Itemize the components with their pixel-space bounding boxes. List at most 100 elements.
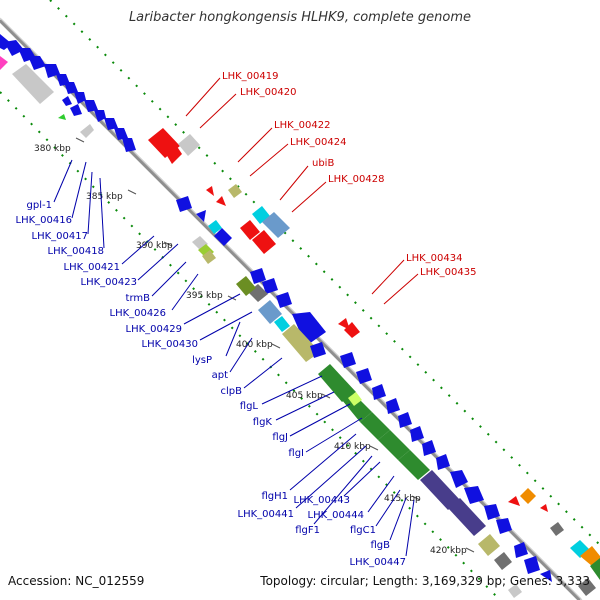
leader-line	[367, 475, 395, 513]
leader-line	[291, 181, 327, 213]
gene-label: LHK_00426	[110, 308, 166, 319]
feature-block	[520, 488, 536, 504]
leader-line	[137, 243, 179, 281]
leader-line	[229, 337, 253, 373]
feature-block	[550, 522, 564, 536]
ruler-tick	[75, 137, 85, 143]
gene-label: LHK_00421	[64, 262, 120, 273]
feature-block	[478, 534, 500, 556]
ruler-tick	[163, 241, 173, 247]
leader-line	[343, 461, 381, 497]
feature-block	[228, 184, 242, 198]
ruler-tick	[411, 495, 421, 501]
feature-block	[484, 504, 500, 520]
feature-block	[44, 64, 60, 78]
feature-block	[540, 504, 548, 512]
leader-line	[289, 433, 357, 491]
feature-block	[206, 186, 214, 196]
leader-line	[371, 259, 405, 295]
gene-label: LHK_00441	[238, 509, 294, 520]
feature-block	[74, 92, 86, 104]
gene-label: LHK_00434	[406, 253, 462, 264]
feature-block	[496, 518, 512, 534]
gene-label: LHK_00429	[126, 324, 182, 335]
gene-label: LHK_00443	[294, 495, 350, 506]
feature-block	[258, 300, 282, 324]
leader-line	[171, 273, 199, 311]
feature-block	[214, 228, 232, 246]
feature-block	[202, 250, 216, 264]
ruler-tick	[369, 445, 379, 451]
gene-label: LHK_00423	[81, 277, 137, 288]
ruler-label: 380 kbp	[34, 144, 71, 154]
feature-block	[340, 352, 356, 368]
leader-line	[87, 171, 93, 235]
gene-label: flgK	[253, 417, 273, 428]
feature-block	[114, 128, 128, 140]
forward-labels: gpl-1 LHK_00416 LHK_00417 LHK_00418 LHK_…	[16, 200, 406, 568]
ruler-tick	[465, 547, 475, 553]
feature-block	[262, 278, 278, 294]
forward-features	[0, 34, 596, 598]
gene-label: LHK_00447	[350, 557, 406, 568]
feature-block	[410, 426, 424, 442]
ruler-label: 415 kbp	[384, 494, 421, 504]
feature-block	[310, 342, 326, 358]
gene-label: trmB	[126, 293, 151, 304]
feature-block	[318, 364, 356, 402]
ruler-label: 400 kbp	[236, 340, 273, 350]
gene-label: ubiB	[312, 158, 334, 169]
ruler-tick	[271, 343, 281, 349]
ruler-label: 405 kbp	[286, 391, 323, 401]
feature-block	[464, 486, 484, 504]
genome-summary: Topology: circular; Length: 3,169,329 bp…	[260, 574, 590, 588]
feature-block	[386, 398, 400, 414]
leader-line	[53, 159, 73, 203]
feature-block	[250, 268, 266, 284]
outer-track-line	[49, 0, 600, 546]
gene-label: LHK_00444	[308, 510, 364, 521]
leader-line	[383, 273, 419, 305]
reverse-labels: LHK_00419 LHK_00420 LHK_00422 LHK_00424 …	[222, 71, 476, 278]
ruler-label: 385 kbp	[86, 192, 123, 202]
gene-label: LHK_00418	[48, 246, 104, 257]
feature-block	[356, 368, 372, 384]
gene-label: flgC1	[350, 525, 376, 536]
gene-label: flgH1	[261, 491, 288, 502]
leader-line	[313, 455, 373, 525]
leader-line	[405, 499, 415, 557]
ruler-tick	[127, 189, 137, 195]
leader-line	[295, 445, 367, 509]
leader-line	[121, 235, 155, 265]
feature-block	[344, 322, 360, 338]
feature-block	[282, 324, 320, 362]
leader-line	[71, 161, 87, 219]
leader-line	[225, 321, 241, 357]
forward-leaders	[53, 159, 415, 557]
feature-block	[104, 118, 118, 130]
gene-label: LHK_00417	[32, 231, 88, 242]
feature-block	[508, 496, 520, 506]
gene-label: flgL	[240, 401, 259, 412]
ruler-label: 390 kbp	[136, 241, 173, 251]
feature-block	[262, 212, 290, 238]
leader-line	[375, 489, 401, 527]
gene-label: flgB	[370, 540, 390, 551]
feature-block	[450, 470, 468, 488]
gene-label: LHK_00428	[328, 174, 384, 185]
topology-value: circular	[320, 574, 365, 588]
gene-label: LHK_00422	[274, 120, 330, 131]
feature-block	[420, 470, 460, 510]
feature-block	[276, 292, 292, 308]
gene-label: LHK_00435	[420, 267, 476, 278]
leader-line	[183, 293, 241, 325]
leader-line	[185, 77, 221, 117]
topology-label: Topology:	[260, 574, 317, 588]
feature-block	[514, 542, 528, 558]
feature-block	[122, 138, 136, 152]
gene-label: flgI	[288, 448, 304, 459]
feature-block	[360, 412, 390, 440]
gene-label: flgF1	[295, 525, 320, 536]
feature-block	[84, 100, 98, 112]
